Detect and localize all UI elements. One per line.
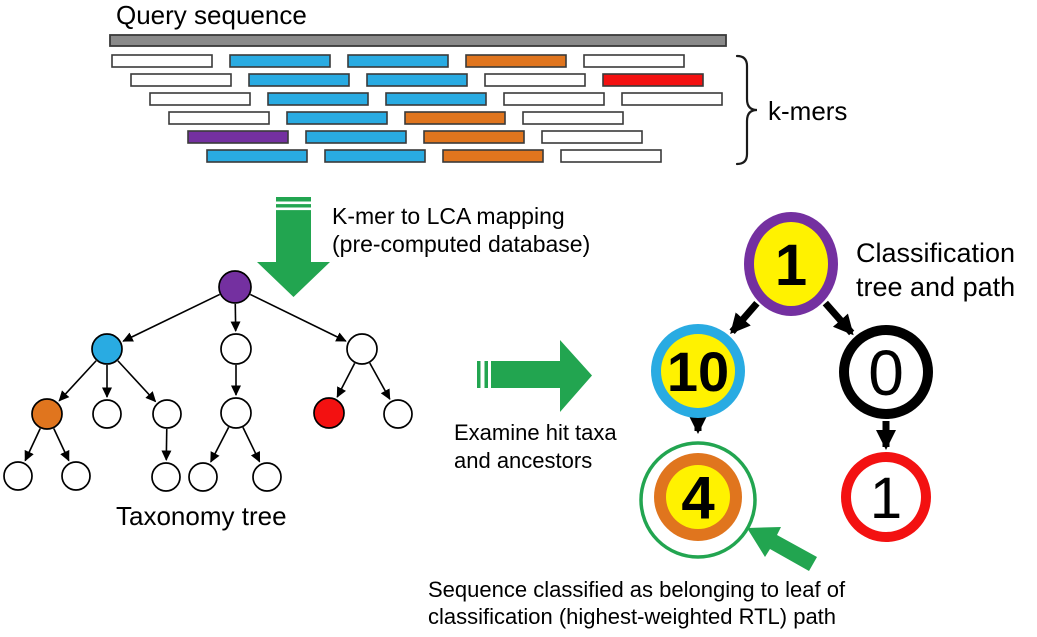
kmer-block-white (111, 54, 213, 68)
node-count-label: 10 (667, 340, 729, 403)
taxonomy-node-white (151, 462, 181, 492)
kmer-block-blue (366, 73, 468, 87)
kmer-block-white (522, 111, 624, 125)
node-count-label: 4 (681, 465, 715, 532)
query-sequence-label: Query sequence (116, 0, 307, 30)
down-arrow-icon (257, 197, 330, 297)
taxonomy-node-orange (31, 398, 63, 430)
classification-label-line2: tree and path (856, 272, 1016, 302)
classified-leaf-highlight-ring (639, 441, 757, 559)
taxonomy-node-white (220, 333, 252, 365)
node-fill (661, 334, 735, 408)
kmer-block-white (149, 92, 251, 106)
kmer-block-blue (267, 92, 369, 106)
lca-mapping-label-line1: K-mer to LCA mapping (332, 203, 565, 229)
node-count-label: 1 (870, 466, 902, 531)
kmer-block-white (130, 73, 232, 87)
kmer-block-white (503, 92, 605, 106)
kmers-label: k-mers (768, 96, 848, 126)
taxonomy-node-white (3, 461, 33, 491)
taxonomy-edge (249, 293, 347, 342)
kmer-block-blue (248, 73, 350, 87)
kmer-block-blue (347, 54, 449, 68)
node-fill (851, 462, 921, 532)
kmer-block-blue (206, 149, 308, 163)
taxonomy-edge (242, 427, 261, 463)
taxonomy-edge (24, 428, 41, 462)
classification-label-line1: Classification (856, 238, 1016, 268)
kmer-block-blue (324, 149, 426, 163)
taxonomy-node-purple (218, 270, 252, 304)
node-fill (849, 335, 923, 409)
kmer-block-white (621, 92, 723, 106)
classification-node-1: 1 (744, 212, 838, 316)
caption-line1: Sequence classified as belonging to leaf… (428, 577, 846, 602)
node-count-label: 1 (775, 233, 807, 298)
node-fill (754, 222, 828, 306)
classification-node-1: 1 (841, 452, 931, 542)
taxonomy-edge (122, 293, 221, 342)
kmer-block-white (560, 149, 662, 163)
kmer-block-orange (423, 130, 525, 144)
taxonomy-edge (336, 362, 356, 398)
taxonomy-node-white (61, 461, 91, 491)
kmer-block-blue (305, 130, 407, 144)
kmers-brace-icon (735, 54, 758, 166)
caption-line2: classification (highest-weighted RTL) pa… (428, 604, 837, 629)
classified-arrow-icon (747, 527, 817, 571)
taxonomy-edge (53, 428, 70, 462)
kmer-block-blue (286, 111, 388, 125)
taxonomy-tree-label: Taxonomy tree (116, 501, 287, 531)
taxonomy-edge (58, 360, 97, 402)
kmer-block-white (168, 111, 270, 125)
taxonomy-node-white (220, 397, 252, 429)
taxonomy-node-white (383, 399, 413, 429)
classification-node-10: 10 (651, 324, 745, 418)
examine-label-line1: Examine hit taxa (454, 420, 617, 445)
kmer-block-red (602, 73, 704, 87)
taxonomy-node-white (92, 399, 122, 429)
taxonomy-edge (369, 362, 391, 401)
kmer-block-purple (187, 130, 289, 144)
classification-edge (822, 300, 855, 336)
kmer-block-orange (442, 149, 544, 163)
examine-label-line2: and ancestors (454, 448, 593, 473)
kmer-block-blue (229, 54, 331, 68)
kmer-block-white (484, 73, 586, 87)
taxonomy-node-white (252, 462, 282, 492)
lca-mapping-label-line2: (pre-computed database) (332, 231, 591, 257)
taxonomy-edge (210, 426, 230, 463)
kmer-block-blue (385, 92, 487, 106)
node-count-label: 0 (868, 337, 904, 409)
taxonomy-edge (117, 360, 157, 403)
right-arrow-icon (477, 340, 592, 412)
classification-edge (729, 300, 760, 335)
classification-node-4: 4 (639, 441, 757, 559)
kmer-block-white (541, 130, 643, 144)
kmer-block-orange (404, 111, 506, 125)
kmer-block-white (583, 54, 685, 68)
taxonomy-node-red (313, 397, 345, 429)
kmer-block-orange (465, 54, 567, 68)
taxonomy-node-white (152, 399, 182, 429)
classification-node-0: 0 (839, 325, 933, 419)
query-sequence-bar (109, 34, 727, 47)
taxonomy-node-blue (91, 333, 123, 365)
node-fill (666, 465, 730, 529)
taxonomy-node-white (346, 333, 378, 365)
taxonomy-node-white (188, 462, 218, 492)
